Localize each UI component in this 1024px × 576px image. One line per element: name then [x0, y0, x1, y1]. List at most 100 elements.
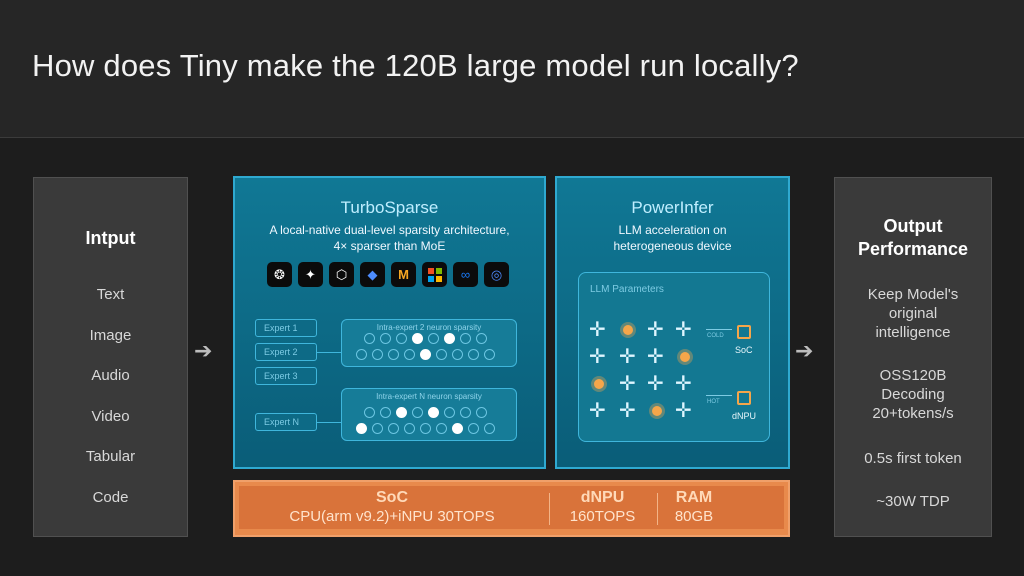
- ram-segment: RAM 80GB: [659, 488, 729, 526]
- input-item-text: Text: [96, 286, 125, 303]
- llm-parameters-box: LLM Parameters ✛ ✛ ✛ ✛ ✛ ✛ ✛ ✛ ✛ ✛ ✛ ✛ C…: [578, 272, 770, 442]
- expert-1-box: Expert 1: [255, 319, 317, 337]
- input-item-image: Image: [89, 327, 132, 344]
- powerinfer-title: PowerInfer: [631, 198, 714, 217]
- hot-neuron-icon: [652, 406, 662, 416]
- soc-label: SoC: [735, 345, 753, 355]
- cold-neuron-icon: ✛: [675, 319, 692, 341]
- expert-n-box: Expert N: [255, 413, 317, 431]
- inactive-neuron-dot: [412, 407, 423, 418]
- soc-chip-icon: [737, 325, 751, 339]
- output-intelligence-line2: original: [888, 305, 938, 322]
- inactive-neuron-dot: [476, 333, 487, 344]
- microsoft-icon: [422, 262, 447, 287]
- turbosparse-subtitle-line1: A local-native dual-level sparsity archi…: [269, 223, 510, 237]
- active-neuron-dot: [444, 333, 455, 344]
- inactive-neuron-dot: [380, 333, 391, 344]
- hardware-bar-inner: SoC CPU(arm v9.2)+iNPU 30TOPS dNPU 160TO…: [239, 486, 784, 529]
- inactive-neuron-dot: [372, 423, 383, 434]
- inactive-neuron-dot: [404, 423, 415, 434]
- turbosparse-title: TurboSparse: [340, 198, 439, 217]
- cold-neuron-icon: ✛: [675, 400, 692, 422]
- ram-value: 80GB: [674, 508, 714, 525]
- active-neuron-dot: [396, 407, 407, 418]
- cold-neuron-icon: ✛: [675, 373, 692, 395]
- cold-neuron-icon: ✛: [589, 400, 606, 422]
- active-neuron-dot: [428, 407, 439, 418]
- output-decoding-line1: OSS120B: [879, 367, 947, 384]
- inactive-neuron-dot: [420, 423, 431, 434]
- inactive-neuron-dot: [396, 333, 407, 344]
- soc-heading: SoC: [376, 489, 408, 506]
- input-arrow-icon: ➔: [194, 338, 213, 363]
- dnpu-segment: dNPU 160TOPS: [551, 488, 654, 526]
- turbosparse-subtitle-line2: 4× sparser than MoE: [333, 239, 446, 253]
- intra-expert-2-box: Intra-expert 2 neuron sparsity: [341, 319, 517, 367]
- output-heading-line2: Performance: [857, 239, 969, 259]
- turbosparse-card: TurboSparse A local-native dual-level sp…: [233, 176, 546, 469]
- inactive-neuron-dot: [388, 349, 399, 360]
- ram-heading: RAM: [675, 489, 713, 506]
- inactive-neuron-dot: [380, 407, 391, 418]
- hot-neuron-icon: [623, 325, 633, 335]
- inactive-neuron-dot: [460, 407, 471, 418]
- inactive-neuron-dot: [452, 349, 463, 360]
- hot-route-arrow: [706, 395, 732, 396]
- active-neuron-dot: [452, 423, 463, 434]
- intra-expert-n-box: Intra-expert N neuron sparsity: [341, 388, 517, 441]
- hot-label: HOT: [707, 399, 720, 405]
- cold-label: COLD: [707, 333, 724, 339]
- output-tdp: ~30W TDP: [876, 493, 950, 510]
- input-item-tabular: Tabular: [85, 448, 136, 465]
- inactive-neuron-dot: [468, 423, 479, 434]
- soc-segment: SoC CPU(arm v9.2)+iNPU 30TOPS: [239, 488, 545, 526]
- openai-icon: ❂: [267, 262, 292, 287]
- output-heading-line1: Output: [883, 216, 943, 236]
- inactive-neuron-dot: [372, 349, 383, 360]
- inactive-neuron-dot: [468, 349, 479, 360]
- expert-3-box: Expert 3: [255, 367, 317, 385]
- powerinfer-subtitle-line2: heterogeneous device: [613, 239, 732, 253]
- inactive-neuron-dot: [484, 349, 495, 360]
- inactive-neuron-dot: [404, 349, 415, 360]
- input-item-code: Code: [92, 489, 129, 506]
- connector-line: [317, 422, 341, 423]
- cold-neuron-icon: ✛: [647, 346, 664, 368]
- cold-neuron-icon: ✛: [589, 319, 606, 341]
- cold-neuron-icon: ✛: [647, 373, 664, 395]
- inactive-neuron-dot: [428, 333, 439, 344]
- dnpu-label: dNPU: [732, 411, 757, 421]
- title-divider: [0, 137, 1024, 138]
- input-heading: Intput: [85, 228, 136, 248]
- anthropic-icon: ⬡: [329, 262, 354, 287]
- expert-2-box: Expert 2: [255, 343, 317, 361]
- input-panel: Intput Text Image Audio Video Tabular Co…: [33, 177, 188, 537]
- model-logo-row: ❂ ✦ ⬡ ◆ M ∞ ◎: [267, 262, 509, 287]
- slide-title: How does Tiny make the 120B large model …: [32, 48, 799, 83]
- input-item-audio: Audio: [91, 367, 130, 384]
- active-neuron-dot: [412, 333, 423, 344]
- output-decoding-line2: Decoding: [881, 386, 945, 403]
- active-neuron-dot: [420, 349, 431, 360]
- intra-expert-2-label: Intra-expert 2 neuron sparsity: [376, 323, 482, 332]
- deepseek-icon: ◆: [360, 262, 385, 287]
- hot-neuron-icon: [680, 352, 690, 362]
- gemini-icon: ✦: [298, 262, 323, 287]
- cold-neuron-icon: ✛: [619, 373, 636, 395]
- cold-route-arrow: [706, 329, 732, 330]
- dnpu-value: 160TOPS: [569, 508, 636, 525]
- cold-neuron-icon: ✛: [619, 400, 636, 422]
- cold-neuron-icon: ✛: [589, 346, 606, 368]
- meta-icon: ∞: [453, 262, 478, 287]
- dnpu-chip-icon: [737, 391, 751, 405]
- bar-divider: [549, 493, 550, 525]
- powerinfer-card: PowerInfer LLM acceleration on heterogen…: [555, 176, 790, 469]
- inactive-neuron-dot: [388, 423, 399, 434]
- mistral-icon: M: [391, 262, 416, 287]
- soc-value: CPU(arm v9.2)+iNPU 30TOPS: [289, 508, 495, 525]
- hardware-bar: SoC CPU(arm v9.2)+iNPU 30TOPS dNPU 160TO…: [233, 480, 790, 537]
- output-intelligence-line3: intelligence: [875, 324, 951, 341]
- dnpu-heading: dNPU: [580, 489, 625, 506]
- llm-parameters-label: LLM Parameters: [590, 284, 664, 295]
- bar-divider: [657, 493, 658, 525]
